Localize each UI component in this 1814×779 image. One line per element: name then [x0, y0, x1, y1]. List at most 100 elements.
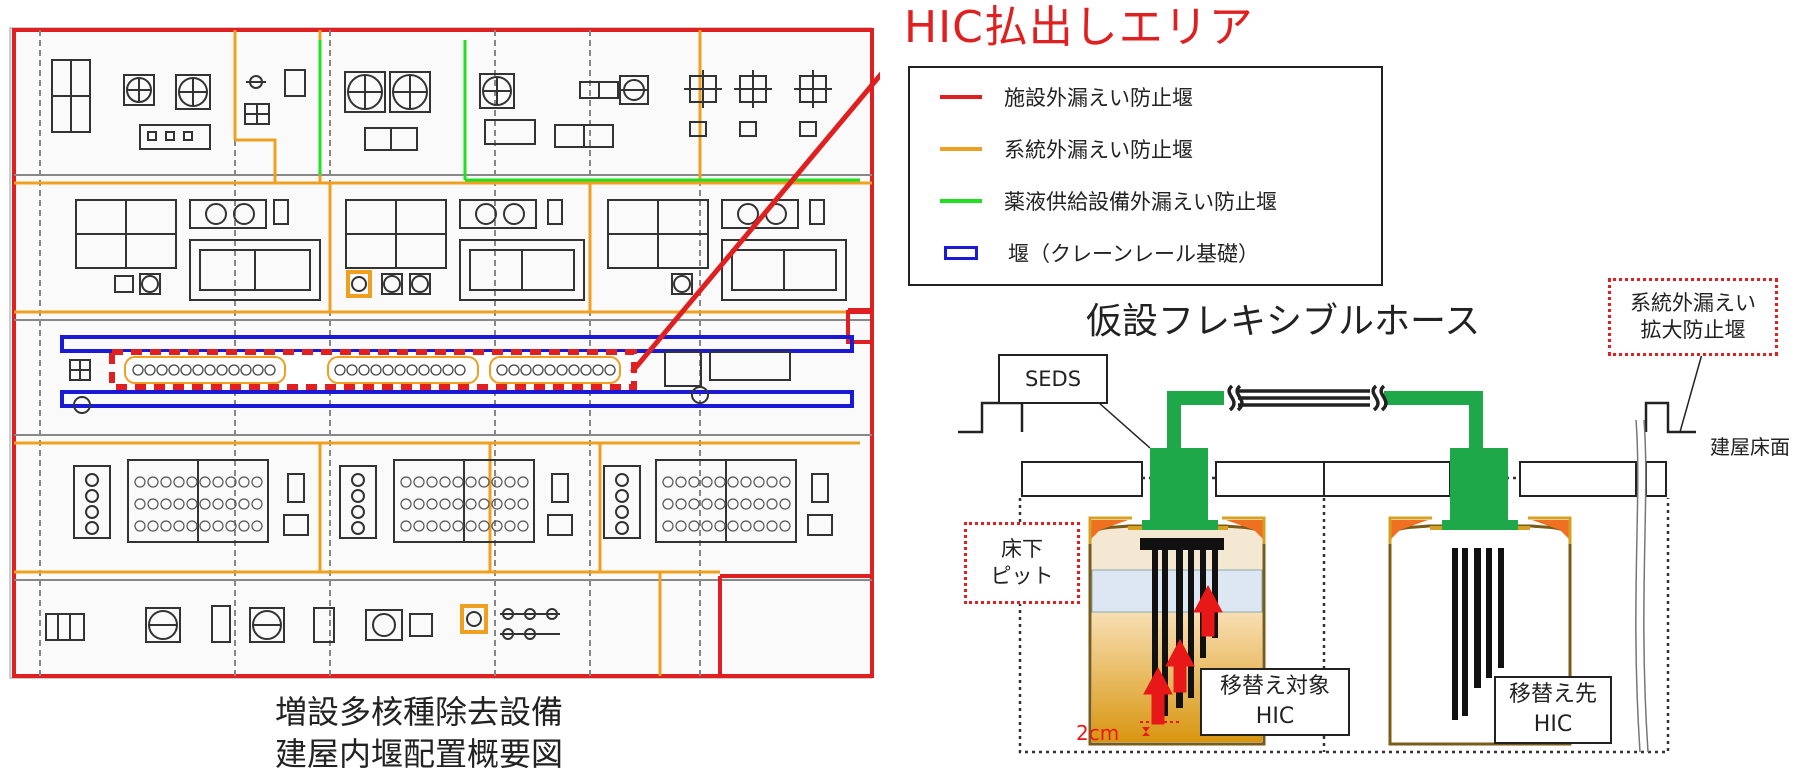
pump-unit-icon [517, 498, 529, 510]
hic-vessel-icon [454, 364, 466, 376]
legend-label: 施設外漏えい防止堰 [1004, 86, 1193, 110]
pump-unit-icon [452, 476, 464, 488]
pump-unit-icon [426, 476, 438, 488]
pump-unit-icon [212, 498, 224, 510]
hic-vessel-icon [156, 364, 168, 376]
pump-unit-icon [134, 498, 146, 510]
pump-unit-icon [478, 476, 490, 488]
hic-vessel-icon [532, 364, 544, 376]
pump-unit-icon [173, 520, 185, 532]
hic-vessel-icon [346, 364, 358, 376]
hic-vessel-icon [216, 364, 228, 376]
pump-unit-icon [160, 476, 172, 488]
floorplan-caption-line2: 建屋内堰配置概要図 [275, 735, 564, 773]
hic-vessel-icon [204, 364, 216, 376]
pump-unit-icon [504, 520, 516, 532]
pump-unit-icon [238, 498, 250, 510]
pump-unit-icon [225, 520, 237, 532]
pump-unit-icon [199, 476, 211, 488]
hic-row [109, 349, 637, 390]
pump-unit-icon [753, 520, 765, 532]
pump-unit-icon [662, 476, 674, 488]
hic-vessel-icon [394, 364, 406, 376]
pump-unit-icon [675, 520, 687, 532]
hic-vessel-icon [508, 364, 520, 376]
hic-vessel-icon [370, 364, 382, 376]
hic-vessel-icon [382, 364, 394, 376]
pump-unit-icon [134, 520, 146, 532]
building-floor-profile [958, 401, 1696, 434]
pump-unit-icon [238, 520, 250, 532]
legend-label: 堰（クレーンレール基礎） [1008, 242, 1259, 266]
pump-unit-icon [517, 520, 529, 532]
pump-unit-icon [400, 520, 412, 532]
legend-item-facility-weir: 施設外漏えい防止堰 [940, 82, 1193, 112]
pump-unit-icon [173, 476, 185, 488]
crane-rail-weir-bottom [60, 390, 854, 408]
hic-vessel-icon [544, 364, 556, 376]
pump-unit-icon [225, 476, 237, 488]
hic-vessel-icon [568, 364, 580, 376]
pump-unit-icon [727, 520, 739, 532]
hose-label: 仮設フレキシブルホース [1086, 301, 1481, 342]
hic-vessel-icon [496, 364, 508, 376]
hic-vessel-icon [604, 364, 616, 376]
seds-head-right [1450, 448, 1508, 524]
pump-unit-icon [186, 498, 198, 510]
hic-vessel-icon [144, 364, 156, 376]
pump-unit-icon [740, 476, 752, 488]
pump-unit-icon [662, 498, 674, 510]
pump-unit-icon [688, 476, 700, 488]
target-hic-label-line1: 移替え先 [1508, 682, 1597, 707]
pump-unit-icon [701, 498, 713, 510]
pump-unit-icon [160, 498, 172, 510]
system-weir-label-line2: 拡大防止堰 [1640, 318, 1746, 342]
pump-unit-icon [400, 498, 412, 510]
pump-unit-icon [727, 498, 739, 510]
blue-rect-swatch [944, 246, 978, 260]
pump-unit-icon [173, 498, 185, 510]
orange-line-swatch [940, 147, 982, 151]
pump-unit-icon [147, 520, 159, 532]
pump-unit-icon [413, 520, 425, 532]
pump-unit-icon [439, 498, 451, 510]
floor-plan-diagram [9, 27, 880, 679]
pump-unit-icon [504, 498, 516, 510]
pump-unit-icon [714, 520, 726, 532]
pump-unit-icon [147, 498, 159, 510]
legend: 施設外漏えい防止堰 系統外漏えい防止堰 薬液供給設備外漏えい防止堰 堰（クレーン… [908, 66, 1383, 286]
pump-unit-icon [212, 520, 224, 532]
pump-unit-icon [413, 476, 425, 488]
pump-unit-icon [426, 520, 438, 532]
pump-unit-icon [251, 476, 263, 488]
pump-unit-icon [147, 476, 159, 488]
pump-unit-icon [452, 520, 464, 532]
hic-vessel-icon [418, 364, 430, 376]
seds-label: SEDS [998, 354, 1108, 404]
pump-unit-icon [160, 520, 172, 532]
pump-unit-icon [251, 520, 263, 532]
hic-area-title: HIC払出しエリア [904, 2, 1254, 53]
legend-item-system-weir: 系統外漏えい防止堰 [940, 134, 1193, 164]
hic-vessel-icon [406, 364, 418, 376]
pump-unit-icon [662, 520, 674, 532]
pump-unit-icon [478, 520, 490, 532]
legend-item-crane-rail-weir: 堰（クレーンレール基礎） [940, 238, 1259, 268]
hic-vessel-icon [334, 364, 346, 376]
hic-vessel-icon [132, 364, 144, 376]
system-weir-label-line1: 系統外漏えい [1630, 291, 1756, 315]
floor-label: 建屋床面 [1710, 435, 1790, 459]
hic-vessel-icon [592, 364, 604, 376]
pump-unit-icon [779, 520, 791, 532]
target-hic-label: 移替え先 HIC [1494, 676, 1612, 744]
green-line-swatch [940, 199, 982, 203]
pump-unit-icon [701, 476, 713, 488]
legend-label: 薬液供給設備外漏えい防止堰 [1004, 190, 1277, 214]
pump-unit-icon [491, 498, 503, 510]
pump-unit-icon [465, 498, 477, 510]
pump-unit-icon [491, 476, 503, 488]
pump-unit-icon [714, 498, 726, 510]
pump-unit-icon [779, 498, 791, 510]
pump-unit-icon [465, 476, 477, 488]
hic-vessel-icon [358, 364, 370, 376]
